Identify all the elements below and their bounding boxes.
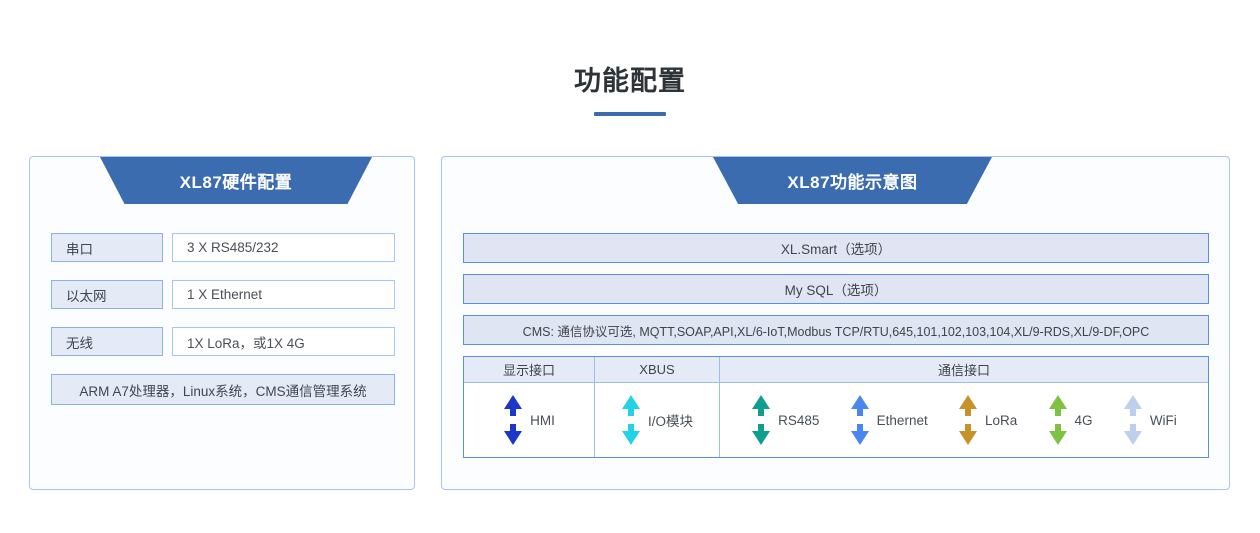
interface-table: 显示接口 XBUS 通信接口 HMI [463, 356, 1209, 458]
double-arrow-vertical-icon [621, 394, 641, 446]
double-arrow-vertical-icon [1123, 394, 1143, 446]
column-header-comm: 通信接口 [937, 363, 990, 378]
function-diagram-panel: XL87功能示意图 XL.Smart（选项） My SQL（选项） CMS: 通… [441, 156, 1230, 490]
title-underline [594, 112, 666, 116]
interface-cell-comm: RS485 Ethernet [720, 383, 1208, 457]
interface-table-body: HMI I/O模块 [464, 383, 1208, 457]
interface-label: 4G [1074, 412, 1093, 428]
hardware-spec-list: 串口 3 X RS485/232 以太网 1 X Ethernet 无线 1X … [51, 233, 395, 405]
interface-table-header: 显示接口 XBUS 通信接口 [464, 357, 1208, 383]
double-arrow-vertical-icon [1048, 394, 1068, 446]
table-row: 以太网 1 X Ethernet [51, 280, 395, 309]
interface-label: RS485 [778, 412, 820, 428]
function-diagram-banner-title: XL87功能示意图 [787, 173, 918, 192]
table-row: 无线 1X LoRa，或1X 4G [51, 327, 395, 356]
interface-cell-xbus: I/O模块 [595, 383, 720, 457]
list-item: HMI [503, 394, 555, 446]
interface-label: LoRa [984, 412, 1018, 428]
list-item: 4G [1048, 394, 1093, 446]
interface-label: WiFi [1149, 412, 1177, 428]
table-row: 串口 3 X RS485/232 [51, 233, 395, 262]
spec-label: 串口 [51, 233, 163, 262]
function-bar-cms: CMS: 通信协议可选, MQTT,SOAP,API,XL/6-IoT,Modb… [463, 315, 1209, 345]
interface-label: Ethernet [876, 412, 928, 428]
page-title-block: 功能配置 [0, 64, 1260, 116]
spec-value: 1X LoRa，或1X 4G [172, 327, 395, 356]
list-item: I/O模块 [621, 394, 693, 446]
interface-label: I/O模块 [647, 414, 693, 429]
list-item: Ethernet [850, 394, 928, 446]
function-diagram-banner: XL87功能示意图 [713, 157, 992, 204]
column-header-xbus: XBUS [595, 357, 720, 382]
function-bar-mysql: My SQL（选项） [463, 274, 1209, 304]
spec-label: 以太网 [51, 280, 163, 309]
function-bar-xlsmart: XL.Smart（选项） [463, 233, 1209, 263]
double-arrow-vertical-icon [751, 394, 771, 446]
spec-label: 无线 [51, 327, 163, 356]
double-arrow-vertical-icon [850, 394, 870, 446]
spec-value: 1 X Ethernet [172, 280, 395, 309]
function-stack: XL.Smart（选项） My SQL（选项） CMS: 通信协议可选, MQT… [463, 233, 1209, 458]
interface-cell-display: HMI [464, 383, 595, 457]
list-item: RS485 [751, 394, 819, 446]
double-arrow-vertical-icon [958, 394, 978, 446]
hardware-config-banner-title: XL87硬件配置 [179, 173, 293, 192]
interface-label: HMI [530, 412, 555, 428]
hardware-platform-note: ARM A7处理器，Linux系统，CMS通信管理系统 [51, 374, 395, 405]
column-header-display: 显示接口 [464, 357, 595, 382]
list-item: LoRa [958, 394, 1017, 446]
list-item: WiFi [1123, 394, 1177, 446]
hardware-config-panel: XL87硬件配置 串口 3 X RS485/232 以太网 1 X Ethern… [29, 156, 415, 490]
hardware-config-banner: XL87硬件配置 [100, 157, 372, 204]
page-title: 功能配置 [574, 66, 686, 96]
spec-value: 3 X RS485/232 [172, 233, 395, 262]
double-arrow-vertical-icon [503, 394, 523, 446]
